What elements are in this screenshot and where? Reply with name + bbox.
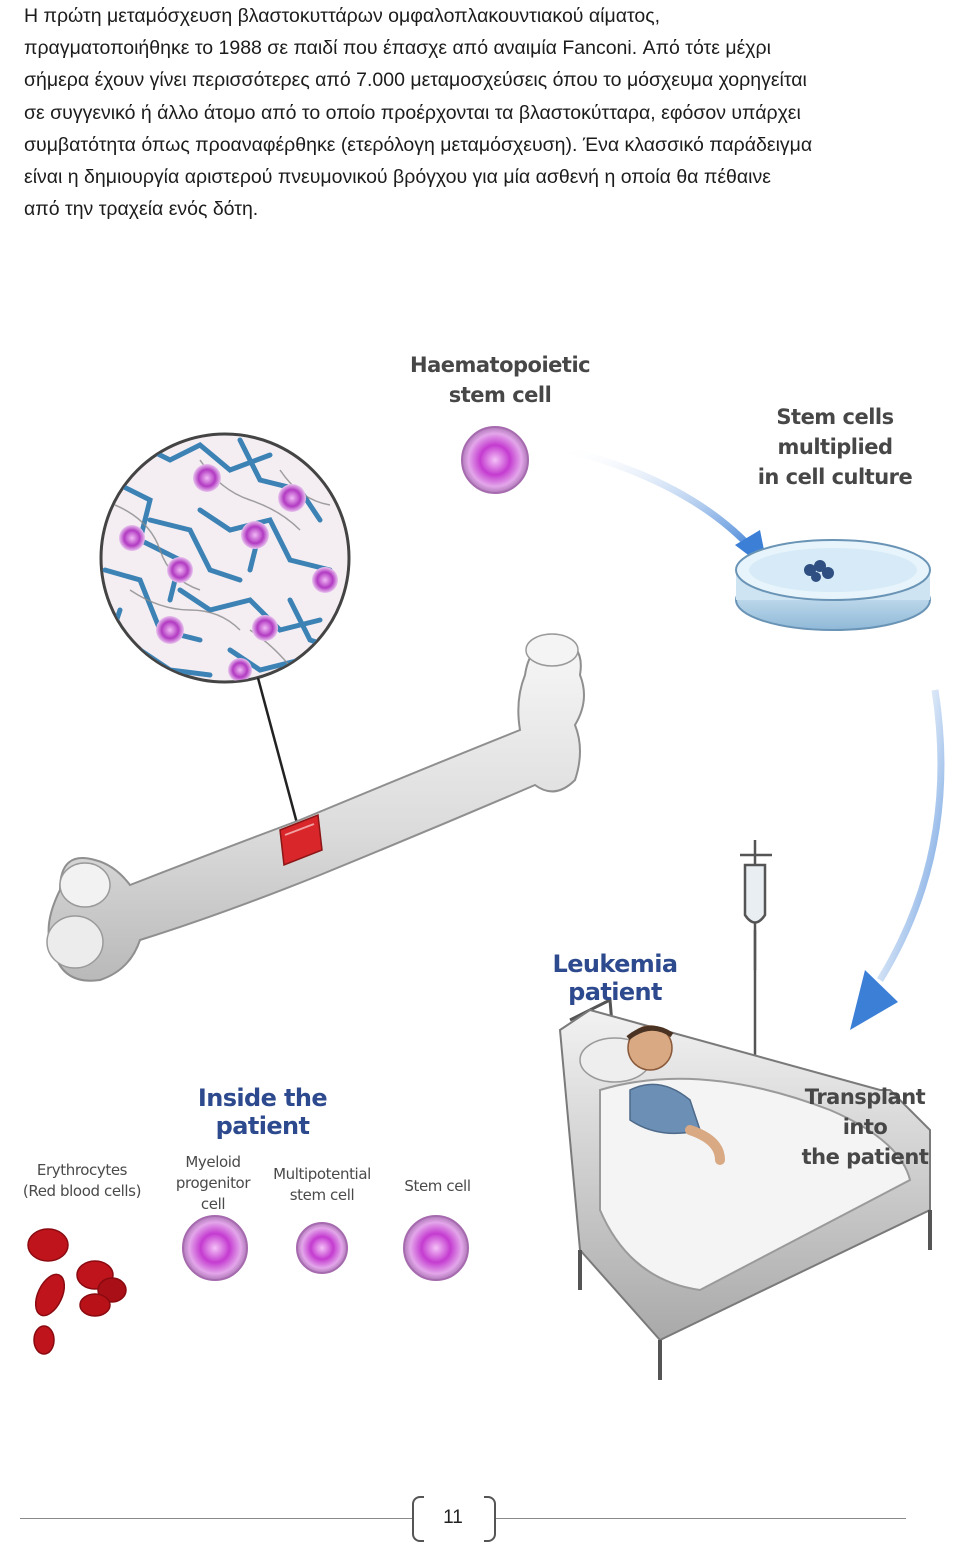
erythrocytes-label: Erythrocytes (Red blood cells) bbox=[22, 1161, 142, 1200]
paragraph-line: σήμερα έχουν γίνει περισσότερες από 7.00… bbox=[24, 69, 807, 92]
myeloid-label: Myeloid progenitor cell bbox=[175, 1153, 251, 1213]
multipotential-label: Multipotential stem cell bbox=[273, 1165, 371, 1204]
footer-rule bbox=[20, 1518, 412, 1519]
haematopoietic-label: Haematopoietic stem cell bbox=[410, 353, 591, 407]
paragraph-line: από την τραχεία ενός δότη. bbox=[24, 198, 259, 221]
pointer-line bbox=[256, 677, 300, 828]
page-footer: 11 bbox=[0, 1490, 960, 1545]
right-brace-icon bbox=[484, 1496, 496, 1542]
arrow-head-icon bbox=[850, 970, 898, 1030]
arrow-to-patient-icon bbox=[877, 689, 945, 982]
culture-label: Stem cells multiplied in cell culture bbox=[757, 405, 913, 489]
haematopoietic-stem-cell-icon bbox=[461, 426, 529, 494]
multipotential-stem-cell-icon bbox=[296, 1222, 348, 1274]
transplant-label: Transplant into the patient bbox=[801, 1085, 929, 1169]
stem-cell-transplant-figure: Haematopoietic stem cell Stem cells mult… bbox=[0, 330, 960, 1400]
paragraph-line: είναι η δημιουργία αριστερού πνευμονικού… bbox=[24, 166, 771, 189]
myeloid-progenitor-cell-icon bbox=[182, 1215, 248, 1281]
hospital-bed-icon bbox=[558, 997, 932, 1380]
bone-illustration bbox=[46, 633, 585, 982]
paragraph-line: πραγματοποιήθηκε το 1988 σε παιδί που έπ… bbox=[24, 37, 771, 60]
paragraph-line: συμβατότητα όπως προαναφέρθηκε (ετερόλογ… bbox=[24, 133, 813, 156]
marrow-magnified-circle bbox=[99, 432, 351, 684]
paragraph-line: σε συγγενικό ή άλλο άτομο από το οποίο π… bbox=[24, 101, 801, 124]
iv-stand-icon bbox=[740, 840, 772, 1090]
page-number: 11 bbox=[443, 1507, 463, 1528]
arrow-to-dish-icon bbox=[559, 444, 758, 555]
footer-rule bbox=[496, 1518, 906, 1519]
body-paragraph: Η πρώτη μεταμόσχευση βλαστοκυττάρων ομφα… bbox=[24, 0, 939, 225]
red-blood-cells-icon bbox=[27, 1228, 127, 1355]
left-brace-icon bbox=[412, 1496, 424, 1542]
stem-cell-label: Stem cell bbox=[404, 1177, 471, 1195]
leukemia-patient-label: Leukemia patient bbox=[552, 950, 678, 1006]
figure-illustration bbox=[27, 426, 945, 1380]
petri-dish-icon bbox=[735, 539, 931, 631]
paragraph-line: Η πρώτη μεταμόσχευση βλαστοκυττάρων ομφα… bbox=[24, 5, 661, 27]
stem-cell-icon bbox=[403, 1215, 469, 1281]
inside-patient-label: Inside the patient bbox=[197, 1084, 328, 1140]
